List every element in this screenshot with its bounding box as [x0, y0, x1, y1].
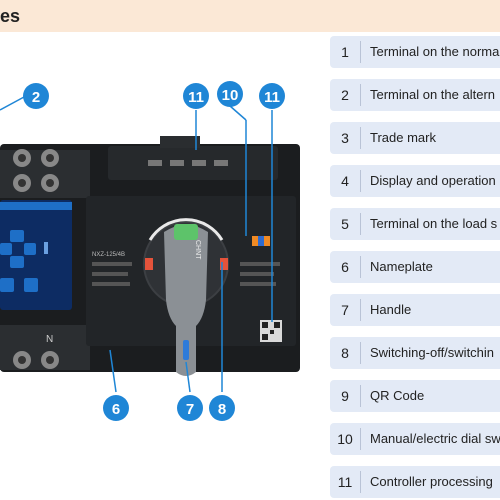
legend-number: 5: [341, 216, 349, 232]
legend-number: 9: [341, 388, 349, 404]
legend-divider: [360, 213, 361, 235]
callout-10: 10: [222, 87, 239, 104]
legend-divider: [360, 342, 361, 364]
legend-divider: [360, 385, 361, 407]
legend-label: Manual/electric dial sw: [370, 431, 500, 446]
legend-row: 11 Controller processing: [330, 466, 500, 498]
legend-number: 10: [337, 431, 353, 447]
nameplate-model: NXZ-125/4B: [92, 252, 125, 258]
legend-label: QR Code: [370, 388, 425, 403]
legend-row: 7 Handle: [330, 294, 500, 326]
neutral-label: N: [46, 334, 53, 345]
legend-number: 1: [341, 44, 349, 60]
legend-row: 3 Trade mark: [330, 122, 500, 154]
legend-label: Switching-off/switchin: [370, 345, 495, 360]
legend-number: 3: [341, 130, 349, 146]
section-title: es: [0, 6, 21, 26]
legend-number: 4: [341, 173, 349, 189]
callout-11-left: 11: [188, 89, 204, 106]
legend-label: Trade mark: [370, 130, 436, 145]
legend-number: 6: [341, 259, 349, 275]
legend-row: 10 Manual/electric dial sw: [330, 423, 500, 455]
legend-divider: [360, 428, 361, 450]
handle-brand: CHNT: [194, 240, 201, 260]
keypad: [0, 230, 48, 292]
legend-divider: [360, 41, 361, 63]
bottom-terminals: [0, 325, 90, 370]
callout-6: 6: [112, 401, 120, 418]
callout-8: 8: [218, 401, 226, 418]
display-module: [0, 200, 72, 310]
legend-number: 2: [341, 87, 349, 103]
legend-divider: [360, 471, 361, 493]
product-photo: N NXZ-125/4B CHNT: [0, 81, 300, 421]
legend-label: Handle: [370, 302, 412, 317]
legend-label: Terminal on the load s: [370, 216, 498, 231]
callouts: [23, 81, 285, 421]
callout-11-right: 11: [264, 89, 280, 106]
section-header: es: [0, 0, 500, 32]
legend-label: Terminal on the normal: [370, 44, 500, 59]
legend-label: Display and operation: [370, 173, 496, 188]
legend-label: Controller processing: [370, 474, 493, 489]
legend-divider: [360, 84, 361, 106]
legend-row: 5 Terminal on the load s: [330, 208, 500, 240]
legend-divider: [360, 256, 361, 278]
top-terminals: [0, 149, 90, 198]
legend-divider: [360, 299, 361, 321]
legend-row: 6 Nameplate: [330, 251, 500, 283]
legend-row: 1 Terminal on the normal: [330, 36, 500, 68]
legend-divider: [360, 170, 361, 192]
legend-label: Terminal on the altern: [370, 87, 496, 102]
callout-7: 7: [186, 401, 194, 418]
legend-number: 7: [341, 302, 349, 318]
callout-2: 2: [32, 89, 40, 106]
top-tab: [160, 136, 200, 148]
legend-row: 8 Switching-off/switchin: [330, 337, 500, 369]
legend-row: 4 Display and operation: [330, 165, 500, 197]
handle: [164, 225, 208, 376]
legend-label: Nameplate: [370, 259, 433, 274]
legend-number: 8: [341, 345, 349, 361]
legend-row: 2 Terminal on the altern: [330, 79, 500, 111]
legend-row: 9 QR Code: [330, 380, 500, 412]
legend-divider: [360, 127, 361, 149]
legend-number: 11: [337, 474, 353, 490]
